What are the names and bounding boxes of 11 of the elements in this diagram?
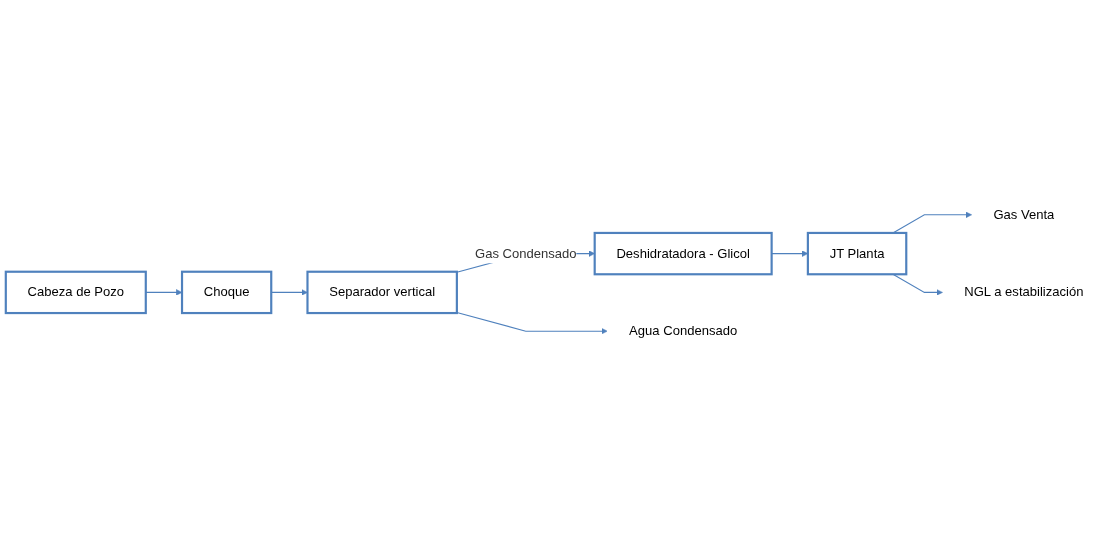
node-box: Deshidratadora - Glicol — [593, 231, 773, 276]
edge-label: Gas Condensado — [475, 246, 577, 261]
node-box: Cabeza de Pozo — [4, 270, 147, 315]
arrow — [456, 312, 608, 335]
node-text: Agua Condensado — [629, 323, 738, 339]
node-box: Choque — [180, 270, 273, 315]
node-text: NGL a estabilización — [964, 284, 1084, 300]
node-box: Separador vertical — [306, 270, 458, 315]
node-box: JT Planta — [806, 231, 908, 276]
node-text: Gas Venta — [993, 207, 1055, 222]
arrow — [145, 289, 183, 296]
